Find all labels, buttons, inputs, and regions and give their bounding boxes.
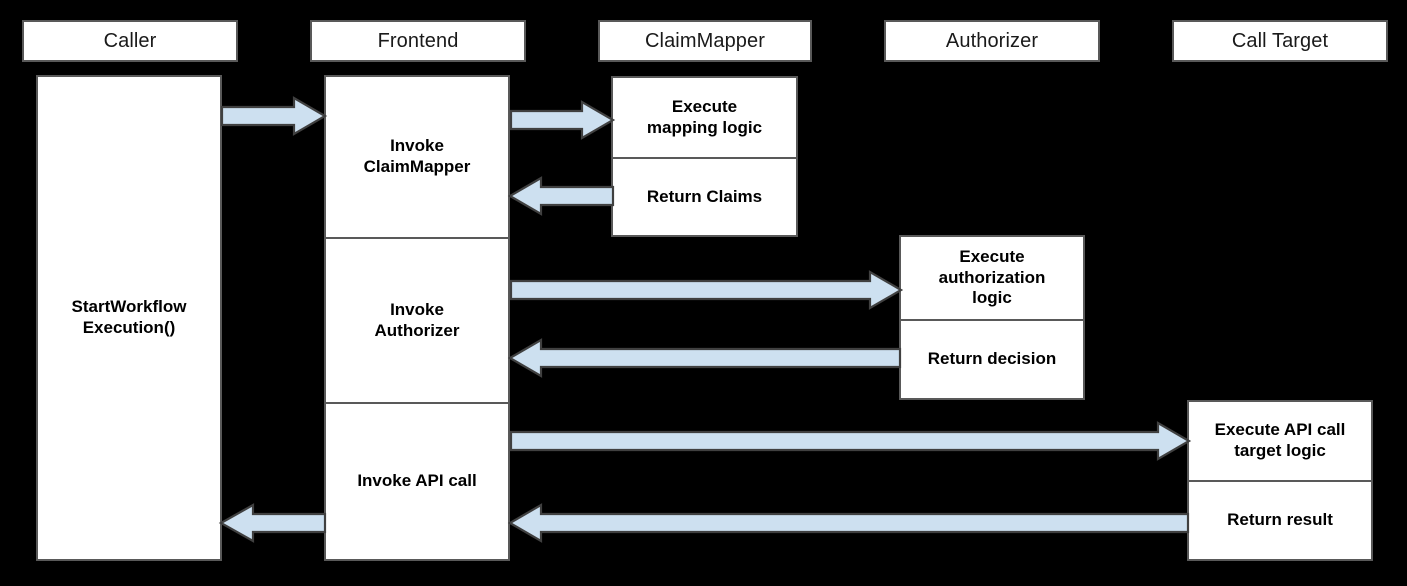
lifeline-header-authorizer[interactable]: Authorizer	[884, 20, 1100, 62]
activation-label-frontend-invoke-api-call: Invoke API call	[326, 402, 508, 559]
lifeline-label-calltarget: Call Target	[1231, 29, 1329, 52]
message-arrow-claimmapper-to-frontend[interactable]	[507, 176, 615, 216]
message-arrow-calltarget-to-frontend[interactable]	[507, 503, 1190, 543]
message-arrow-frontend-to-authorizer[interactable]	[509, 270, 904, 310]
lifeline-label-caller: Caller	[103, 29, 157, 52]
lifeline-label-authorizer: Authorizer	[945, 29, 1039, 52]
activation-label-claimmapper-return-claims: Return Claims	[613, 157, 796, 235]
lifeline-header-frontend[interactable]: Frontend	[310, 20, 526, 62]
lifeline-label-frontend: Frontend	[377, 29, 459, 52]
message-arrow-frontend-to-claimmapper[interactable]	[509, 100, 616, 140]
activation-label-calltarget-return-result: Return result	[1189, 480, 1371, 559]
message-arrow-frontend-to-caller[interactable]	[218, 503, 327, 543]
lifeline-header-claimmapper[interactable]: ClaimMapper	[598, 20, 812, 62]
lifeline-header-caller[interactable]: Caller	[22, 20, 238, 62]
lifeline-label-claimmapper: ClaimMapper	[644, 29, 766, 52]
message-arrow-caller-to-frontend[interactable]	[220, 96, 328, 136]
message-arrow-authorizer-to-frontend[interactable]	[507, 338, 902, 378]
message-arrow-frontend-to-calltarget[interactable]	[509, 421, 1192, 461]
activation-label-authorizer-return-decision: Return decision	[901, 319, 1083, 398]
lifeline-header-calltarget[interactable]: Call Target	[1172, 20, 1388, 62]
